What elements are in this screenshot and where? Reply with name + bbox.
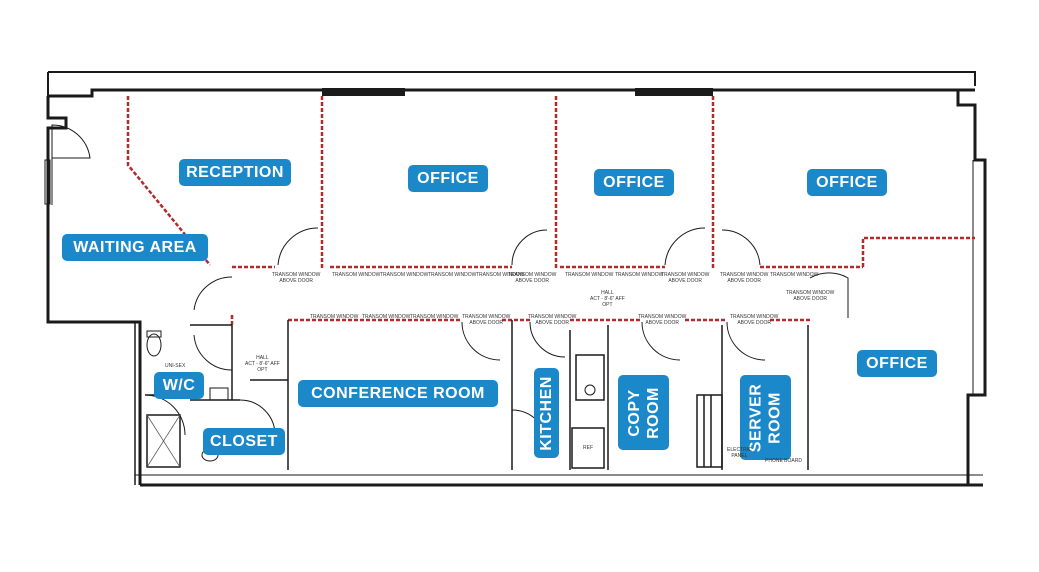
transom-line: TRANSOM WINDOW bbox=[462, 314, 511, 320]
copy-room-label-text: COPY ROOM bbox=[625, 387, 663, 439]
transom-note-10: TRANSOM WINDOW bbox=[410, 314, 459, 320]
transom-line: TRANSOM WINDOW bbox=[720, 272, 769, 278]
copy-room-line-2: ROOM bbox=[644, 386, 662, 439]
above-door-line: ABOVE DOOR bbox=[737, 320, 771, 326]
transom-note-9: TRANSOM WINDOW bbox=[362, 314, 411, 320]
room-label-office-1: OFFICE bbox=[408, 165, 488, 192]
transom-door-note-1: TRANSOM WINDOW ABOVE DOOR bbox=[272, 272, 320, 284]
transom-line: TRANSOM WINDOW bbox=[786, 290, 835, 296]
glass-partitions bbox=[126, 96, 975, 325]
interior-walls bbox=[134, 320, 809, 485]
transom-note-6: TRANSOM WINDOW bbox=[615, 272, 664, 278]
above-door-line: ABOVE DOOR bbox=[515, 278, 549, 284]
transom-door-note-7: TRANSOM WINDOW ABOVE DOOR bbox=[528, 314, 576, 326]
hall-note-2: HALL ACT - 8'-6" AFF OPT bbox=[245, 355, 280, 373]
server-room-line-2: ROOM bbox=[766, 391, 784, 444]
transom-note-8: TRANSOM WINDOW bbox=[310, 314, 359, 320]
above-door-line: ABOVE DOOR bbox=[793, 296, 827, 302]
room-label-wc: W/C bbox=[154, 372, 204, 399]
hall-line-3: OPT bbox=[257, 367, 268, 373]
transom-line: TRANSOM WINDOW bbox=[272, 272, 321, 278]
room-label-conference-room: CONFERENCE ROOM bbox=[298, 380, 498, 407]
transom-door-note-9: TRANSOM WINDOW ABOVE DOOR bbox=[730, 314, 778, 326]
room-label-kitchen: KITCHEN bbox=[534, 368, 559, 458]
room-label-office-4: OFFICE bbox=[857, 350, 937, 377]
hall-line-2: ACT - 8'-6" AFF bbox=[590, 296, 625, 302]
transom-note-4: TRANSOM WINDOW bbox=[476, 272, 525, 278]
hall-line-1: HALL bbox=[256, 355, 269, 361]
server-room-line-1: SERVER bbox=[747, 383, 765, 452]
hall-line-3: OPT bbox=[602, 302, 613, 308]
room-label-reception: RECEPTION bbox=[179, 159, 291, 186]
copy-room-line-1: COPY bbox=[625, 388, 643, 437]
room-label-server-room: SERVER ROOM bbox=[740, 375, 791, 460]
unisex-note: UNI-SEX bbox=[165, 363, 186, 369]
transom-line: TRANSOM WINDOW bbox=[730, 314, 779, 320]
above-door-line: ABOVE DOOR bbox=[727, 278, 761, 284]
electric-panel-note: ELECTRIC PANEL bbox=[727, 447, 752, 459]
above-door-line: ABOVE DOOR bbox=[279, 278, 313, 284]
exterior-walls bbox=[46, 71, 987, 487]
entry-door-swing bbox=[51, 124, 91, 159]
transom-door-note-8: TRANSOM WINDOW ABOVE DOOR bbox=[638, 314, 686, 326]
above-door-line: ABOVE DOOR bbox=[645, 320, 679, 326]
transom-note-2: TRANSOM WINDOW bbox=[380, 272, 429, 278]
panel-line: PANEL bbox=[731, 453, 748, 459]
hall-line-1: HALL bbox=[601, 290, 614, 296]
above-door-line: ABOVE DOOR bbox=[469, 320, 503, 326]
transom-note-7: TRANSOM WINDOW bbox=[770, 272, 819, 278]
room-label-office-2: OFFICE bbox=[594, 169, 674, 196]
phone-board-note: PHONE BOARD bbox=[765, 458, 802, 464]
hall-note-1: HALL ACT - 8'-6" AFF OPT bbox=[590, 290, 625, 308]
shower-hatch bbox=[146, 414, 181, 468]
transom-note-3: TRANSOM WINDOW bbox=[428, 272, 477, 278]
electric-line: ELECTRIC bbox=[727, 447, 752, 453]
kitchen-label-text: KITCHEN bbox=[538, 375, 556, 451]
server-room-label-text: SERVER ROOM bbox=[747, 383, 785, 452]
above-door-line: ABOVE DOOR bbox=[668, 278, 702, 284]
hall-line-2: ACT - 8'-6" AFF bbox=[245, 361, 280, 367]
door-swings bbox=[144, 227, 849, 462]
above-door-line: ABOVE DOOR bbox=[535, 320, 569, 326]
transom-line: TRANSOM WINDOW bbox=[661, 272, 710, 278]
transom-door-note-3: TRANSOM WINDOW ABOVE DOOR bbox=[661, 272, 709, 284]
transom-note-5: TRANSOM WINDOW bbox=[565, 272, 614, 278]
transom-door-note-5: TRANSOM WINDOW ABOVE DOOR bbox=[786, 290, 834, 302]
room-label-office-3: OFFICE bbox=[807, 169, 887, 196]
transom-line: TRANSOM WINDOW bbox=[638, 314, 687, 320]
transom-line: TRANSOM WINDOW bbox=[528, 314, 577, 320]
ref-note: REF bbox=[583, 445, 593, 451]
transom-door-note-4: TRANSOM WINDOW ABOVE DOOR bbox=[720, 272, 768, 284]
room-label-closet: CLOSET bbox=[203, 428, 285, 455]
room-label-copy-room: COPY ROOM bbox=[618, 375, 669, 450]
transom-line: TRANSOM WINDOW bbox=[508, 272, 557, 278]
room-label-waiting-area: WAITING AREA bbox=[62, 234, 208, 261]
transom-note-1: TRANSOM WINDOW bbox=[332, 272, 381, 278]
window-mullions bbox=[322, 88, 713, 96]
transom-door-note-6: TRANSOM WINDOW ABOVE DOOR bbox=[462, 314, 510, 326]
transom-door-note-2: TRANSOM WINDOW ABOVE DOOR bbox=[508, 272, 556, 284]
